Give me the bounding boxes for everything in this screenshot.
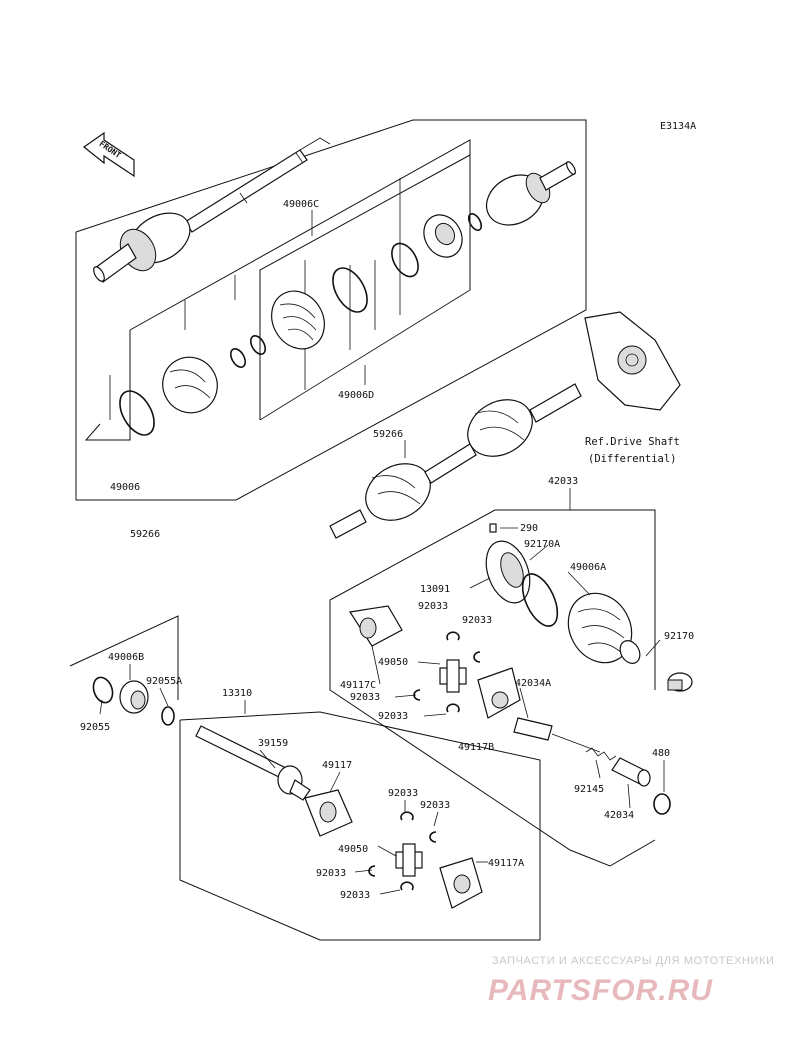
label-92033-c: 92033	[350, 692, 380, 703]
circlip-480	[653, 793, 671, 815]
label-92033-f: 92033	[420, 800, 450, 811]
pin-290	[489, 523, 497, 533]
axle-shaft-top	[93, 137, 331, 283]
ref-drive-shaft: Ref.Drive Shaft	[585, 436, 680, 448]
label-480: 480	[652, 748, 670, 759]
label-49050-b: 49050	[338, 844, 368, 855]
label-49117A: 49117A	[488, 858, 524, 869]
circlip-92033-a	[446, 631, 460, 641]
ring-92055A	[161, 706, 175, 726]
boot-49006C	[229, 267, 368, 368]
box-49006B	[69, 615, 179, 700]
label-92033-g: 92033	[316, 868, 346, 879]
ref-differential: (Differential)	[588, 453, 677, 465]
label-42033: 42033	[548, 476, 578, 487]
label-59266-box: 59266	[130, 529, 160, 540]
label-49050-a: 49050	[378, 657, 408, 668]
front-arrow-icon: FRONT	[82, 131, 135, 178]
yoke-49117	[304, 789, 353, 837]
axle-shaft-middle	[329, 383, 582, 539]
diagram-code: E3134A	[660, 121, 696, 132]
circlip-92033-f	[429, 831, 437, 843]
watermark-tagline: ЗАПЧАСТИ И АКСЕССУАРЫ ДЛЯ МОТОТЕХНИКИ	[492, 955, 774, 967]
label-290: 290	[520, 523, 538, 534]
label-92033-d: 92033	[378, 711, 408, 722]
ring-92055	[92, 676, 114, 704]
label-92145: 92145	[574, 784, 604, 795]
label-92055A: 92055A	[146, 676, 182, 687]
front-axle-box	[75, 119, 587, 501]
spring-92145	[585, 747, 617, 761]
label-42034A: 42034A	[515, 678, 551, 689]
yoke-49117A	[439, 857, 483, 909]
label-92033-a: 92033	[418, 601, 448, 612]
circlip-92033-g	[368, 865, 376, 877]
knuckle-hub	[584, 311, 681, 411]
box-13310	[179, 711, 541, 941]
label-49117C: 49117C	[340, 680, 376, 691]
label-49117B: 49117B	[458, 742, 494, 753]
label-92033-b: 92033	[462, 615, 492, 626]
label-39159: 39159	[258, 738, 288, 749]
shaft-39159	[195, 725, 311, 801]
circlip-92033-b	[473, 651, 481, 663]
label-92033-e: 92033	[388, 788, 418, 799]
band-92170A	[521, 573, 559, 627]
label-42034: 42034	[604, 810, 634, 821]
label-49117: 49117	[322, 760, 352, 771]
cv-cage	[423, 213, 483, 258]
yoke-49117B	[477, 667, 521, 719]
circlip-92033-h	[400, 881, 414, 891]
watermark: ЗАПЧАСТИ И АКСЕССУАРЫ ДЛЯ МОТОТЕХНИКИ PA…	[488, 955, 774, 1007]
label-92170A: 92170A	[524, 539, 560, 550]
label-13091: 13091	[420, 584, 450, 595]
label-92033-h: 92033	[340, 890, 370, 901]
boot-49006B	[119, 680, 149, 714]
clamp-92170	[667, 672, 693, 692]
shaft-42034A	[513, 717, 601, 753]
watermark-brand: PARTSFOR.RU	[488, 974, 713, 1007]
label-49006: 49006	[110, 482, 140, 493]
label-49006B: 49006B	[108, 652, 144, 663]
label-49006C: 49006C	[283, 199, 319, 210]
leader-lines	[99, 210, 665, 895]
spider-49050-b	[395, 843, 423, 877]
label-92055: 92055	[80, 722, 110, 733]
part-labels: 49006C 49006D 49006 59266 59266 42033 29…	[80, 199, 694, 901]
label-49006D: 49006D	[338, 390, 374, 401]
boot-49006A	[567, 592, 641, 664]
sleeve-42034	[611, 757, 651, 787]
yoke-49117C	[348, 605, 403, 647]
outer-cv-joint	[485, 161, 576, 226]
boot-49006	[119, 356, 218, 436]
circlip-92033-d	[446, 703, 460, 713]
label-59266: 59266	[373, 429, 403, 440]
box-42033	[329, 509, 656, 867]
circlip-ring	[391, 242, 419, 278]
circlip-92033-e	[400, 811, 414, 821]
label-13310: 13310	[222, 688, 252, 699]
label-92170: 92170	[664, 631, 694, 642]
label-49006A: 49006A	[570, 562, 606, 573]
spider-49050-a	[439, 659, 467, 693]
